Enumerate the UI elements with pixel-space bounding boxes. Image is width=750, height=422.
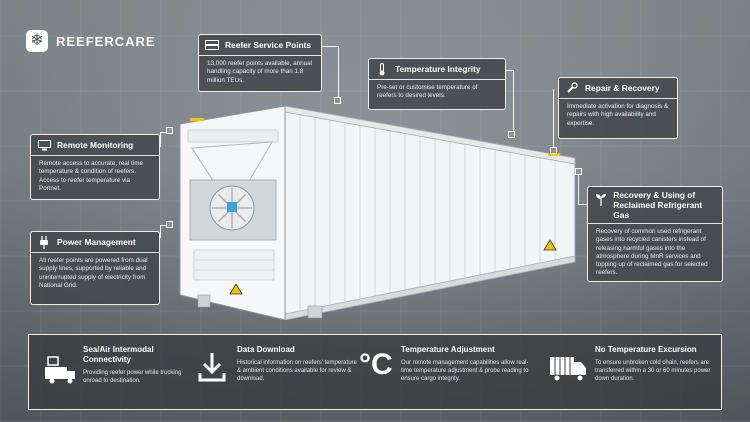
marker-remote-monitoring [166,127,173,134]
card-temperature-integrity: Temperature Integrity Pre-set or customi… [368,58,506,110]
feature-intermodal: Sea/Air Intermodal Connectivity Providin… [43,345,193,385]
card-title: Repair & Recovery [585,83,660,93]
feature-temperature-adjustment: °C Temperature Adjustment Our remote man… [359,345,531,383]
leader-power-management [160,225,171,238]
marker-temperature-integrity [508,131,515,138]
server-icon [205,38,219,52]
brand-name: REEFERCARE [56,33,156,49]
card-title-line2: Reclaimed Refrigerant Gas [613,200,703,220]
marker-power-management [166,221,173,228]
marker-refrigerant [575,168,582,175]
feature-desc: Historical information on reefers' tempe… [237,360,357,382]
marker-service-points [334,97,341,104]
feature-desc: Providing reefer power while trucking on… [83,370,182,384]
feature-title: Data Download [237,345,295,354]
feature-desc: To ensure unbroken cold chain, reefers a… [595,360,711,382]
card-header: Remote Monitoring [31,135,159,156]
card-power-management: Power Management All reefer points are p… [30,231,160,305]
wrench-icon [565,81,579,95]
monitor-icon [37,138,51,152]
features-panel: Sea/Air Intermodal Connectivity Providin… [28,334,722,410]
leader-service-points [320,46,339,100]
feature-desc: Our remote management capabilities allow… [401,360,529,382]
leader-repair [553,89,555,149]
card-title: Power Management [57,237,136,247]
card-text: Recovery of common used refrigerant gase… [596,228,708,277]
celsius-icon: °C [359,348,393,381]
feature-no-excursion: No Temperature Excursion To ensure unbro… [549,345,715,383]
feature-title: Temperature Adjustment [401,345,495,354]
thermometer-icon [375,62,389,76]
feature-data-download: Data Download Historical information on … [197,345,357,383]
leader-temperature-integrity [505,70,514,134]
card-title: Temperature Integrity [395,64,481,74]
card-text: Remote access to accurate, real time tem… [39,160,143,192]
card-title: Remote Monitoring [57,140,134,150]
leader-refrigerant [578,172,587,205]
card-reclaimed-refrigerant: Recovery & Using of Reclaimed Refrigeran… [587,186,723,282]
sprout-icon [594,192,607,206]
card-remote-monitoring: Remote Monitoring Remote access to accur… [30,134,160,200]
feature-title: Sea/Air Intermodal Connectivity [83,345,154,364]
leader-remote-monitoring [160,132,171,147]
reefer-container-illustration [179,105,576,320]
card-header: Temperature Integrity [369,59,505,80]
card-header: Reefer Service Points [199,35,321,56]
card-header: Repair & Recovery [559,78,677,99]
card-header: Power Management [31,232,159,253]
truck-icon [550,357,586,382]
plug-icon [37,235,51,249]
truck-loading-icon [45,356,75,384]
card-title-line1: Recovery & Using of [613,190,696,200]
card-text: Pre-set or customise temperature of reef… [377,84,478,100]
card-reefer-service-points: Reefer Service Points 13,000 reefer poin… [198,34,322,92]
card-title: Reefer Service Points [225,40,312,50]
feature-title: No Temperature Excursion [595,345,697,354]
marker-repair [550,147,557,154]
brand-logo: ❄ REEFERCARE [26,30,156,52]
card-text: All reefer points are powered from dual … [39,257,148,289]
card-text: Immediate activation for diagnosis & rep… [567,103,669,127]
snowflake-icon: ❄ [26,30,48,52]
card-header: Recovery & Using of Reclaimed Refrigeran… [588,187,722,224]
card-repair-recovery: Repair & Recovery Immediate activation f… [558,77,678,139]
download-icon [198,353,226,382]
card-text: 13,000 reefer points available, annual h… [207,60,313,84]
